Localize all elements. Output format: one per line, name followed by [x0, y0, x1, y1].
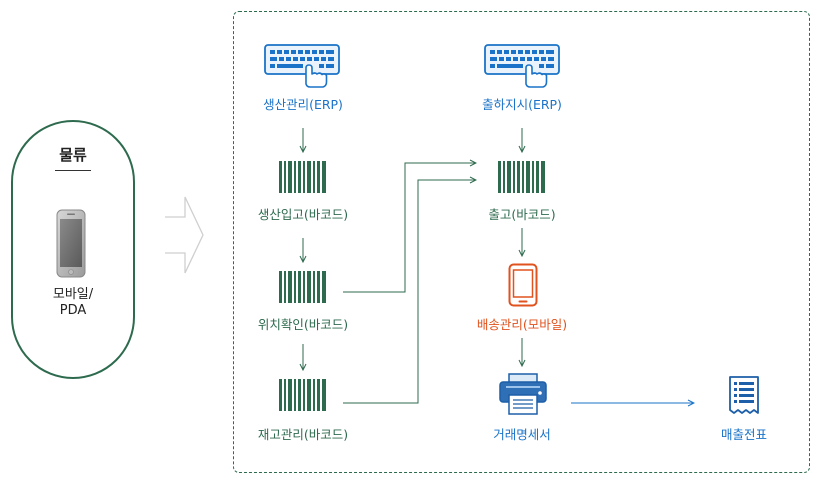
- transition-arrow: [165, 196, 204, 274]
- barcode-icon: [498, 161, 545, 193]
- title-underline: [55, 170, 91, 171]
- production-erp-label: 생산관리(ERP): [263, 97, 343, 112]
- keyboard-icon: [264, 44, 340, 88]
- process-frame: [233, 11, 810, 473]
- smartphone-icon: [508, 263, 538, 307]
- barcode-icon: [279, 161, 326, 193]
- barcode-icon: [279, 271, 326, 303]
- phone-device-icon: [56, 209, 86, 278]
- production-receipt-label: 생산입고(바코드): [257, 207, 349, 222]
- statement-label: 거래명세서: [493, 427, 551, 442]
- release-label: 출고(바코드): [488, 207, 556, 222]
- sales-slip-label: 매출전표: [720, 427, 767, 442]
- barcode-icon: [279, 379, 326, 411]
- inventory-label: 재고관리(바코드): [257, 427, 349, 442]
- location-check-label: 위치확인(바코드): [257, 317, 349, 332]
- device-label: 모바일/ PDA: [52, 287, 94, 318]
- receipt-icon: [729, 376, 759, 414]
- delivery-label: 배송관리(모바일): [476, 317, 568, 332]
- keyboard-icon: [484, 44, 560, 88]
- printer-icon: [499, 373, 547, 415]
- logistics-title: 물류: [59, 146, 87, 164]
- shipping-erp-label: 출하지시(ERP): [482, 97, 562, 112]
